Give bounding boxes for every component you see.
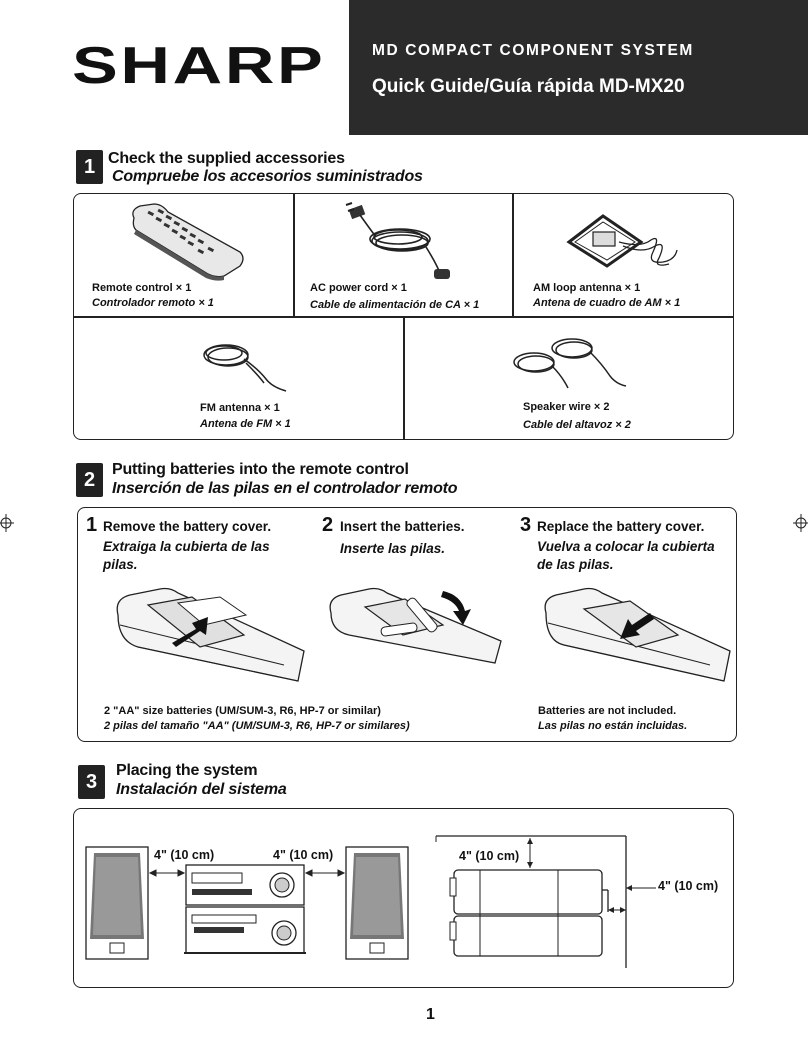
- section-title-en: Placing the system: [116, 762, 258, 779]
- section-title-es: Instalación del sistema: [116, 781, 287, 798]
- accessory-label-en: AM loop antenna × 1: [533, 282, 641, 294]
- battery-note-es: 2 pilas del tamaño "AA" (UM/SUM-3, R6, H…: [104, 720, 410, 732]
- battery-panel: [77, 507, 737, 742]
- clearance-label: 4" (10 cm): [273, 848, 334, 862]
- section-number: 3: [78, 765, 105, 799]
- fm-antenna-icon: [203, 344, 287, 392]
- step-instruction-en: Remove the battery cover.: [103, 519, 272, 534]
- accessory-label-es: Antena de cuadro de AM × 1: [533, 297, 681, 309]
- clearance-label: 4" (10 cm): [459, 849, 520, 863]
- section-number: 1: [76, 150, 103, 184]
- replace-cover-illustration: [544, 587, 731, 682]
- clearance-label: 4" (10 cm): [154, 848, 215, 862]
- front-view-illustration: [85, 846, 409, 960]
- accessory-label-es: Cable del altavoz × 2: [523, 419, 631, 431]
- section-number: 2: [76, 463, 103, 497]
- accessory-label-en: Remote control × 1: [92, 282, 192, 294]
- divider: [512, 194, 514, 316]
- step-instruction-es: pilas.: [103, 557, 138, 572]
- page-number: 1: [426, 1006, 435, 1023]
- registration-mark-icon: [0, 514, 14, 532]
- header-band: [349, 0, 808, 135]
- accessory-label-en: Speaker wire × 2: [523, 401, 610, 413]
- step-instruction-es: Extraiga la cubierta de las: [103, 539, 270, 554]
- battery-note-en: Batteries are not included.: [538, 705, 677, 717]
- registration-mark-icon: [793, 514, 808, 532]
- placement-panel: [73, 808, 734, 988]
- step-instruction-es: Vuelva a colocar la cubierta: [537, 539, 715, 554]
- divider: [403, 316, 405, 439]
- section-title-es: Compruebe los accesorios suministrados: [112, 168, 423, 185]
- speaker-wire-icon: [513, 338, 627, 389]
- power-cord-icon: [345, 202, 450, 279]
- accessory-label-es: Antena de FM × 1: [200, 418, 291, 430]
- divider: [293, 194, 295, 316]
- step-number: 2: [322, 514, 334, 536]
- remote-control-icon: [132, 203, 244, 281]
- step-number: 1: [86, 514, 98, 536]
- accessory-label-es: Cable de alimentación de CA × 1: [310, 299, 480, 311]
- clearance-label: 4" (10 cm): [658, 879, 719, 893]
- accessory-label-es: Controlador remoto × 1: [92, 297, 214, 309]
- accessories-panel: [73, 193, 734, 440]
- step-number: 3: [520, 514, 532, 536]
- step-instruction-es: de las pilas.: [537, 557, 614, 572]
- battery-note-es: Las pilas no están incluidas.: [538, 720, 688, 732]
- remove-cover-illustration: [116, 587, 305, 682]
- battery-note-en: 2 "AA" size batteries (UM/SUM-3, R6, HP-…: [104, 705, 381, 717]
- guide-title: Quick Guide/Guía rápida MD-MX20: [372, 76, 685, 97]
- accessory-label-en: FM antenna × 1: [200, 402, 280, 414]
- step-instruction-en: Insert the batteries.: [340, 519, 465, 534]
- sharp-logo: SHARP: [72, 37, 326, 95]
- insert-batteries-illustration: [329, 587, 502, 664]
- am-loop-antenna-icon: [566, 214, 678, 268]
- section-title-es: Inserción de las pilas en el controlador…: [112, 480, 458, 497]
- section-title-en: Check the supplied accessories: [108, 150, 345, 167]
- section-title-en: Putting batteries into the remote contro…: [112, 461, 409, 478]
- side-view-illustration: [435, 835, 656, 968]
- product-line: MD COMPACT COMPONENT SYSTEM: [372, 42, 694, 59]
- step-instruction-en: Replace the battery cover.: [537, 519, 705, 534]
- accessory-label-en: AC power cord × 1: [310, 282, 407, 294]
- step-instruction-es: Inserte las pilas.: [340, 541, 446, 556]
